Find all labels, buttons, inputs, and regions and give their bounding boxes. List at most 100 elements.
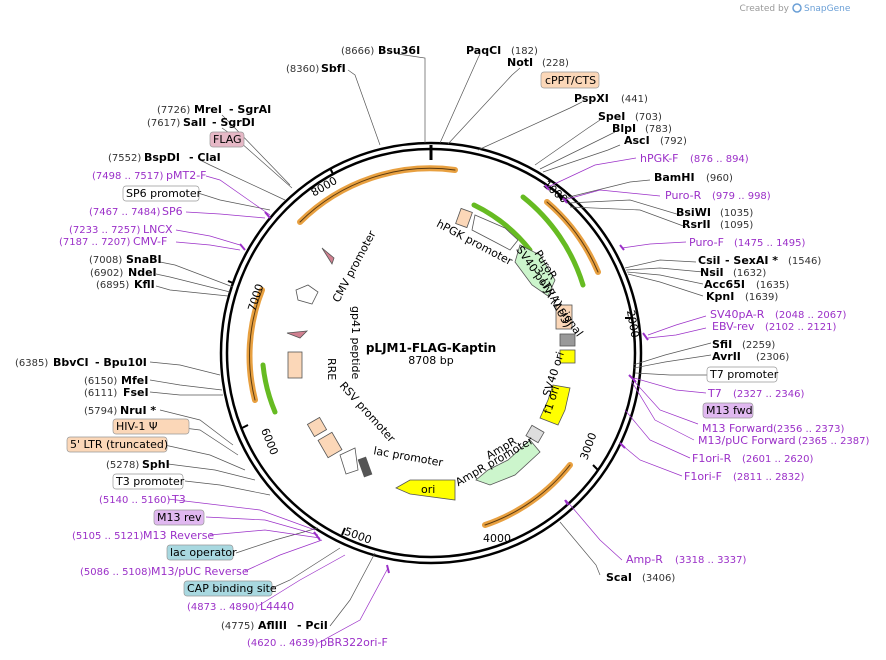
primer-pos-t3: (5140 .. 5160) [99,495,171,506]
primer-f1ori-r: F1ori-R [692,452,732,465]
primer-t3: T3 [171,493,186,506]
site-pos-fsei: (6111) [84,388,117,399]
badge-t7-promoter [706,366,778,383]
primer-leader-lines [167,157,707,644]
site-pos-bsu36i: (8666) [341,46,374,57]
site-pos-nsii: (1632) [733,268,766,279]
plasmid-name: pLJM1-FLAG-Kaptin [366,341,496,355]
site-fsei: FseI [123,386,149,399]
snapgene-credit: Created by SnapGene [739,3,851,14]
primer-m13-puc-reverse: M13/pUC Reverse [151,565,249,578]
badge-t3-promoter-label: T3 promoter [115,475,185,488]
site-pos-kfli: (6895) [96,280,129,291]
primer-pos-t7: (2327 .. 2346) [733,389,805,400]
primer-pos-amp-r: (3318 .. 3337) [675,555,747,566]
site-csii: CsiI [698,254,720,267]
site-pos-ndei: (6902) [90,268,123,279]
primer-cmv-f: CMV-F [133,235,167,248]
site-pos-afliii: (4775) [221,621,254,632]
site-bamhi: BamHI [654,171,695,184]
site-pos-blpi: (783) [645,124,672,135]
primer-pmt2-f: pMT2-F [166,169,207,182]
badge-cppt-cts [540,71,600,89]
site-pos-sfii: (2259) [742,340,775,351]
site-kpni: KpnI [706,290,734,303]
site-pspxi: PspXI [574,92,609,105]
primer-pos-lncx: (7233 .. 7257) [69,225,141,236]
badge-flag-label: FLAG [213,133,242,146]
feature-3ltr-box [555,304,573,330]
badge-hiv1-psi-label: HIV-1 Ψ [116,420,158,433]
primer-pos-sv40pa-r: (2048 .. 2067) [775,310,847,321]
arc-green-right [520,194,586,288]
badge-m13-fwd-label: M13 fwd [706,404,753,417]
primer-ticks [239,184,649,574]
primer-pos-ebv-rev: (2102 .. 2121) [765,322,837,333]
primer-f1ori-f: F1ori-F [684,470,722,483]
label-rre: RRE [325,358,338,380]
arc-green-left [260,362,278,415]
feature-puror [514,244,556,297]
badge-flag [209,131,245,148]
site-pos-sali: (7617) [147,118,180,129]
primer-pos-cmv-f: (7187 .. 7207) [59,237,131,248]
badge-lac-operator [166,544,234,561]
primer-hpgk-f: hPGK-F [640,152,678,165]
primer-puro-f: Puro-F [689,236,724,249]
site-pos-noti: (228) [542,58,569,69]
badge-m13-fwd [702,402,754,419]
site-pos-sbfi: (8360) [286,64,319,75]
site-scai: ScaI [606,571,632,584]
feature-box-cppt [455,207,473,229]
site-bspdi-extra: - ClaI [189,151,221,164]
site-pos-scai: (3406) [642,573,675,584]
site-nsii: NsiI [700,266,724,279]
site-afliii: AflIII [258,619,287,632]
site-sfii: SfiI [712,338,732,351]
site-snabi: SnaBI [126,253,162,266]
primer-pos-sp6: (7467 .. 7484) [89,207,161,218]
site-pos-asci: (792) [660,136,687,147]
site-noti: NotI [507,56,533,69]
credit-brand: SnapGene [804,4,851,14]
site-paqci: PaqCI [466,44,501,57]
site-pos-sphi: (5278) [106,460,139,471]
primer-pos-pbr322ori-f: (4620 .. 4639) [247,638,319,649]
label-rsv-promoter: RSV promoter [337,379,398,445]
primer-amp-r: Amp-R [626,553,663,566]
site-sbfi: SbfI [321,62,346,75]
badge-cap-binding-site [183,580,273,597]
snapgene-logo-icon [792,3,802,13]
site-bbvci: BbvCI [53,356,89,369]
primer-pos-l4440: (4873 .. 4890) [187,602,259,613]
label-gp41-peptide: gp41 peptide [349,306,362,380]
credit-prefix: Created by [739,4,789,14]
primer-pos-m13-forward: (2356 .. 2373) [773,424,845,435]
site-pos-paqci: (182) [511,46,538,57]
badge-5ltr-label: 5' LTR (truncated) [70,438,168,451]
arc-green-inner [471,202,533,253]
primer-pos-m13-puc-reverse: (5086 .. 5108) [80,567,152,578]
feature-cmv-promoter [295,284,319,305]
site-bbvci-extra: - Bpu10I [95,356,147,369]
label-lac-promoter: lac promoter [372,444,444,469]
primer-l4440: L4440 [260,600,294,613]
primer-m13-puc-forward: M13/pUC Forward [698,434,796,447]
site-pos-bsiwi: (1035) [720,208,753,219]
site-pos-csii: (1546) [788,256,821,267]
primer-pos-puro-r: (979 .. 998) [712,191,771,202]
badge-t3-promoter [112,473,184,490]
primer-pos-m13-puc-forward: (2365 .. 2387) [798,436,870,447]
backbone-outer-circle [219,141,643,565]
site-pos-avrii: (2306) [756,352,789,363]
badge-sp6-promoter-label: SP6 promoter [126,187,202,200]
site-afliii-extra: - PciI [297,619,328,632]
feature-gp41-peptide [286,330,309,339]
feature-ampr [475,439,541,486]
site-mrei: MreI [194,103,222,116]
primer-pos-f1ori-r: (2601 .. 2620) [742,454,814,465]
tick-6000: 6000 [258,426,281,457]
tick-7000: 7000 [245,282,266,313]
primer-t7: T7 [707,387,722,400]
